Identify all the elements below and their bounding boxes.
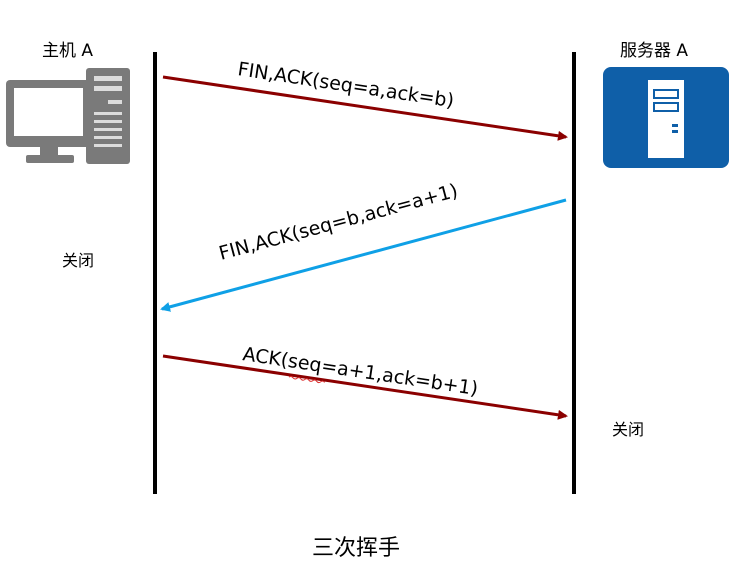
- server-closed-state: 关闭: [612, 420, 645, 439]
- server-label: 服务器 A: [620, 41, 689, 61]
- host-label: 主机 A: [42, 41, 94, 61]
- fin-ack-arrow-2: [160, 198, 567, 312]
- diagram-caption: 三次挥手: [312, 536, 401, 561]
- server-icon: [603, 67, 729, 168]
- fin-ack-arrow-1: [162, 75, 568, 141]
- spellcheck-squiggle: [288, 375, 325, 384]
- host-closed-state: 关闭: [62, 251, 95, 270]
- desktop-computer-icon: [6, 68, 130, 164]
- message-label-2: FIN,ACK(seq=b,ack=a+1): [217, 180, 461, 265]
- ack-arrow-3: [162, 354, 568, 420]
